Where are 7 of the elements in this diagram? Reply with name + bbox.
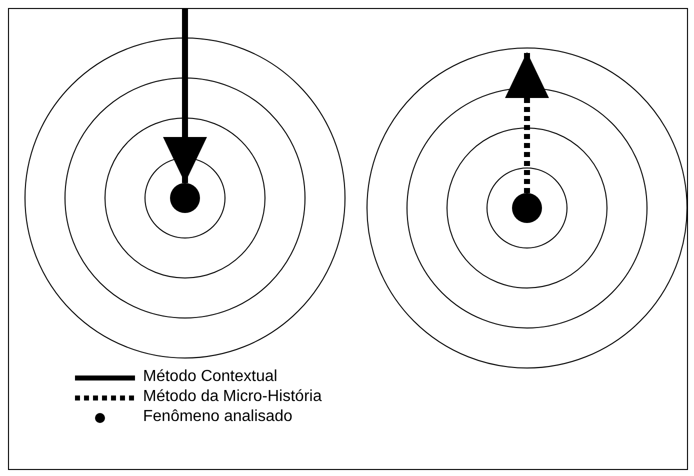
phenomenon-dot — [512, 193, 542, 223]
legend-label: Método Contextual — [143, 368, 278, 386]
legend-label: Fenômeno analisado — [143, 408, 292, 426]
arrow — [505, 52, 549, 193]
legend-label: Método da Micro-História — [143, 388, 322, 406]
phenomenon-dot — [170, 183, 200, 213]
arrow — [163, 9, 207, 183]
